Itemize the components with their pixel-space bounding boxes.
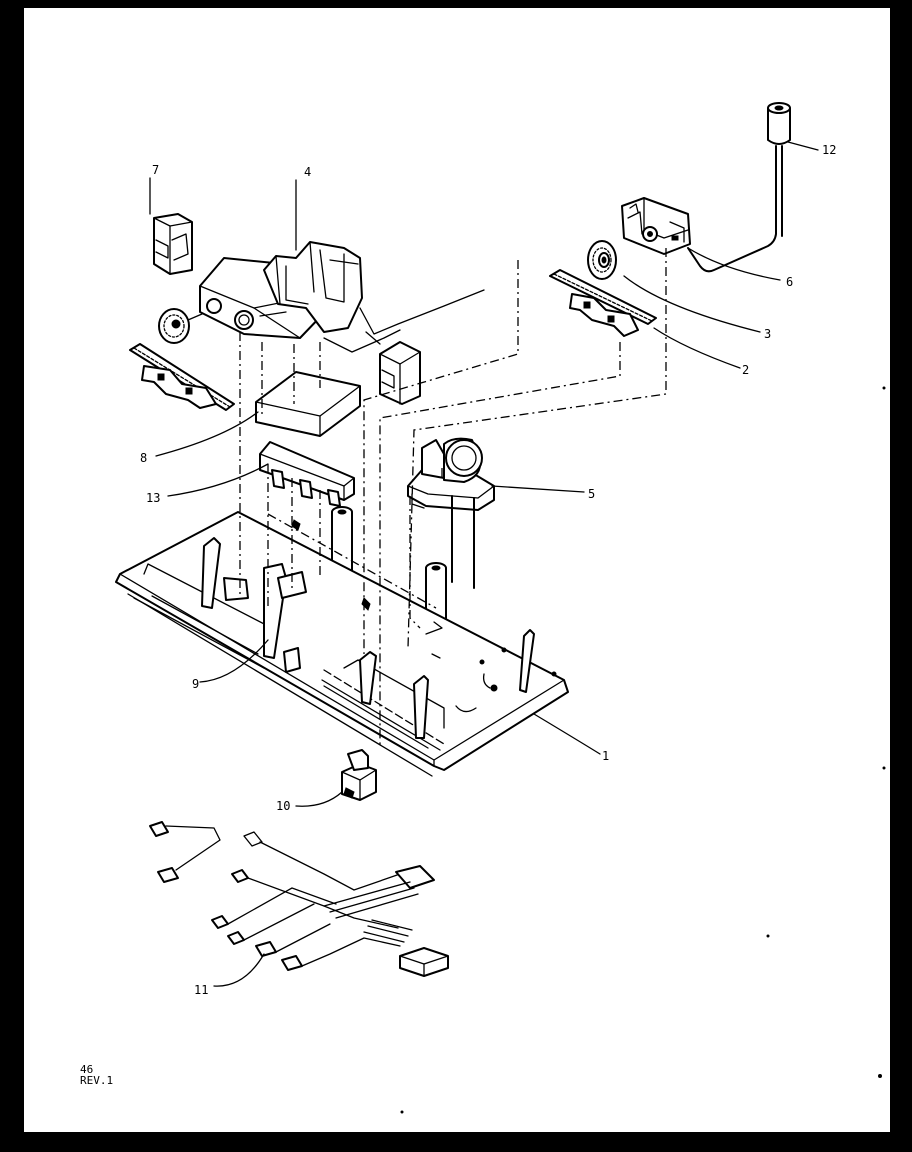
- callout-5: 5: [588, 487, 595, 501]
- bracket-block-center: [379, 341, 421, 405]
- callout-12: 12: [822, 143, 836, 157]
- callout-8: 8: [140, 451, 147, 465]
- part-7-bracket: [153, 213, 193, 275]
- callout-2: 2: [742, 363, 749, 377]
- callout-6: 6: [786, 275, 793, 289]
- exploded-view-drawing: 7 4 12 6 3 2 8 13 5 9 1 10 11: [115, 102, 886, 1114]
- leader-lines: [149, 141, 819, 987]
- revision-label: REV.1: [80, 1074, 114, 1087]
- parts-diagram-sheet: 7 4 12 6 3 2 8 13 5 9 1 10 11 46 REV.1: [24, 8, 890, 1132]
- rack-left: [129, 343, 235, 411]
- part-1-base-plate: [115, 511, 569, 777]
- callout-13: 13: [146, 491, 160, 505]
- callout-4: 4: [304, 165, 311, 179]
- part-5-fan-motor: [407, 437, 495, 589]
- part-11-wire-harness: [149, 821, 449, 977]
- part-6-thermostat: [621, 197, 691, 255]
- callout-10: 10: [276, 799, 290, 813]
- part-12-sensor-bulb: [687, 102, 791, 273]
- scan-specks: [400, 386, 886, 1114]
- sheet-footer: 46 REV.1: [80, 1064, 113, 1086]
- part-2-rack-right: [549, 269, 657, 337]
- part-8-insulation-pad: [255, 371, 361, 437]
- callout-3: 3: [764, 327, 771, 341]
- callout-11: 11: [194, 983, 208, 997]
- callout-labels: 7 4 12 6 3 2 8 13 5 9 1 10 11: [140, 143, 836, 997]
- part-10-switch: [341, 749, 377, 801]
- part-4-damper-housing: [199, 241, 485, 353]
- gear-left: [158, 308, 203, 344]
- assembly-alignment-lines: [239, 248, 667, 748]
- part-3-gear-right: [587, 240, 617, 280]
- callout-1: 1: [602, 749, 609, 763]
- page-number: 46: [80, 1063, 94, 1076]
- callout-7: 7: [152, 163, 159, 177]
- part-13-channel-bracket: [259, 441, 355, 507]
- callout-9: 9: [192, 677, 199, 691]
